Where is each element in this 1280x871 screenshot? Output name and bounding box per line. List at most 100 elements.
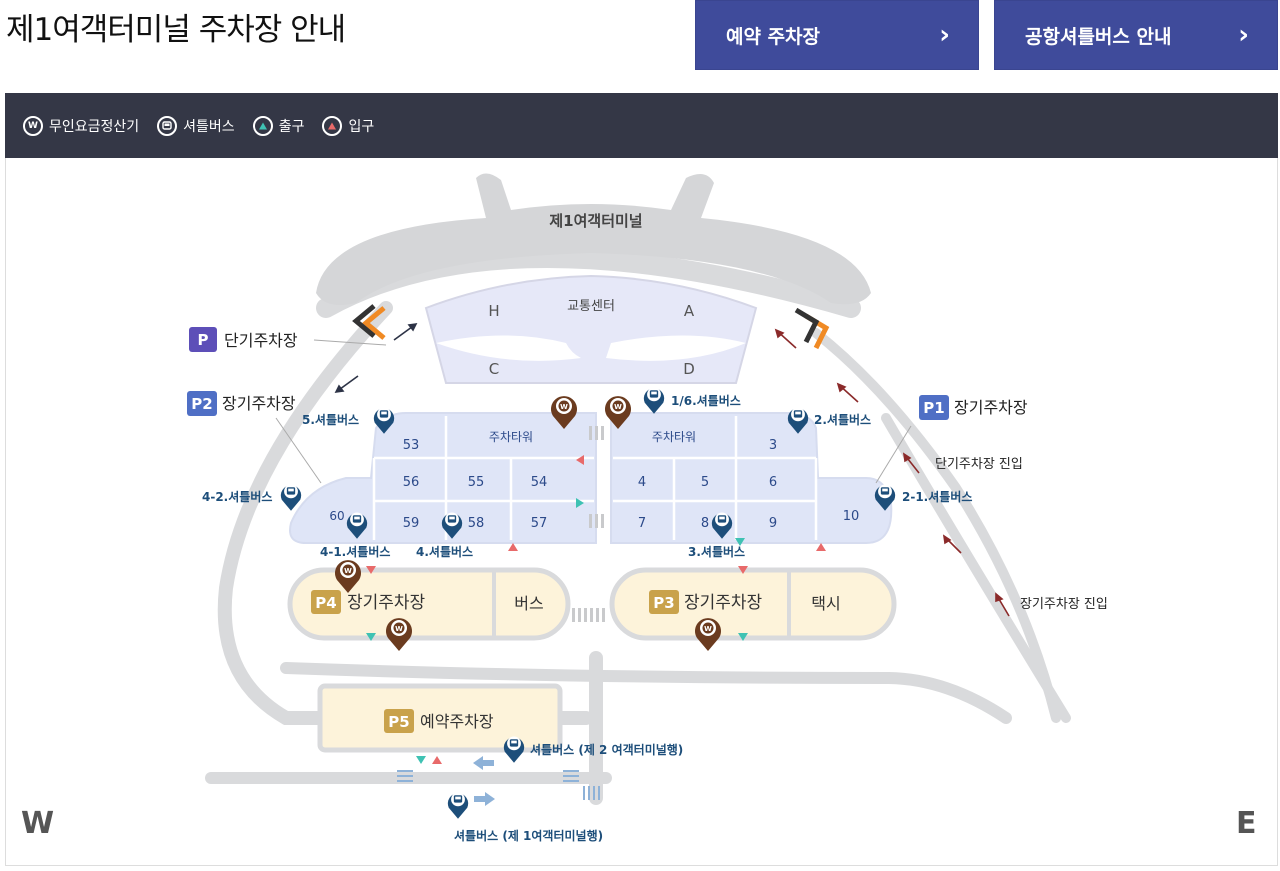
entry-triangle-icon (322, 115, 343, 136)
zone-58: 58 (468, 516, 485, 531)
legend-payment-label: 무인요금정산기 (49, 118, 140, 135)
compass-east: E (1236, 806, 1257, 841)
exit-triangle-icon (252, 115, 273, 136)
direction-arrows (334, 322, 418, 394)
p5-parking-lot: P5 예약주차장 (317, 683, 563, 753)
chevron-right-icon (794, 307, 830, 350)
terminal-label: 제1여객터미널 (549, 212, 642, 230)
shuttle-bus-info-button[interactable]: 공항셔틀버스 안내 › (994, 0, 1278, 70)
crosswalk-mid (572, 608, 605, 622)
transport-center-label: 교통센터 (567, 299, 615, 314)
zone-55: 55 (468, 475, 485, 490)
shuttle-label-2: 2.셔틀버스 (814, 412, 871, 427)
p1-label-group: P1 장기주차장 (875, 395, 1028, 484)
reservation-parking-label: 예약 주차장 (726, 25, 821, 48)
blue-arrow-right-icon (474, 792, 495, 806)
shuttle-label-3: 3.셔틀버스 (688, 544, 745, 559)
shuttle-stop-pin (643, 387, 665, 414)
gate-h: H (488, 302, 499, 320)
legend-shuttle: 셔틀버스 (157, 115, 235, 136)
payment-machine-icon (695, 618, 721, 651)
compass-west: W (21, 806, 55, 841)
gate-a: A (684, 302, 695, 320)
p2-label: 장기주차장 (222, 394, 296, 413)
zone-7: 7 (638, 516, 646, 531)
legend-shuttle-label: 셔틀버스 (183, 118, 235, 135)
shuttle-label-t2: 셔틀버스 (제 2 여객터미널행) (530, 742, 683, 757)
bus-icon (157, 115, 178, 136)
shuttle-label-41: 4-1.셔틀버스 (320, 544, 390, 559)
legend-payment: W 무인요금정산기 (23, 115, 140, 136)
chevron-right-icon: › (1238, 20, 1249, 50)
shuttle-label-16: 1/6.셔틀버스 (671, 393, 741, 408)
parking-map: W 제1여객터미널 (5, 158, 1278, 866)
short-term-badge: P (198, 331, 209, 349)
zone-4: 4 (638, 475, 646, 490)
p4-label: 장기주차장 (347, 593, 426, 613)
zone-59: 59 (403, 516, 420, 531)
zone-54: 54 (531, 475, 548, 490)
legend-entry: 입구 (322, 115, 375, 136)
zone-6: 6 (769, 475, 777, 490)
entry-markers (366, 455, 826, 764)
taxi-zone-label: 택시 (811, 594, 840, 613)
shuttle-label-5: 5.셔틀버스 (302, 412, 359, 427)
shuttle-bus-info-label: 공항셔틀버스 안내 (1025, 25, 1172, 48)
chevron-left-icon (352, 304, 386, 340)
reservation-parking-button[interactable]: 예약 주차장 › (695, 0, 979, 70)
p4-badge: P4 (315, 594, 336, 612)
zone-9: 9 (769, 516, 777, 531)
p1-badge: P1 (923, 399, 944, 417)
short-term-label: 단기주차장 (224, 331, 298, 350)
zone-8: 8 (701, 516, 709, 531)
p5-badge: P5 (388, 713, 409, 731)
long-term-entry-label: 장기주차장 진입 (1020, 597, 1108, 612)
short-term-parking-label: P 단기주차장 (189, 327, 387, 352)
blue-arrow-left-icon (473, 756, 494, 770)
shuttle-label-4: 4.셔틀버스 (416, 544, 473, 559)
road-network (205, 248, 1071, 805)
p3-badge: P3 (653, 594, 674, 612)
payment-machine-icon (386, 618, 412, 651)
p1-parking-lot: 주차타워 3 4 5 6 7 8 9 10 (610, 412, 893, 544)
shuttle-label-t1: 셔틀버스 (제 1여객터미널행) (454, 828, 603, 843)
p2-label-group: P2 장기주차장 (187, 391, 322, 484)
payment-machine-icon: W (23, 115, 43, 136)
zone-10: 10 (843, 509, 860, 524)
gate-c: C (489, 360, 499, 378)
zone-60: 60 (329, 509, 344, 523)
bus-zone-label: 버스 (514, 594, 543, 613)
shuttle-label-21: 2-1.셔틀버스 (902, 489, 972, 504)
entry-arrows (774, 328, 1010, 617)
zone-56: 56 (403, 475, 420, 490)
shuttle-label-42: 4-2.셔틀버스 (202, 489, 272, 504)
zone-3: 3 (769, 438, 777, 453)
p2-badge: P2 (191, 395, 212, 413)
zone-53: 53 (403, 438, 420, 453)
legend-exit-label: 출구 (278, 118, 305, 135)
legend-exit: 출구 (252, 115, 305, 136)
legend-bar: W 무인요금정산기 셔틀버스 출구 입구 (5, 93, 1278, 158)
shuttle-stop-pin (503, 736, 525, 763)
chevron-right-icon: › (939, 20, 950, 50)
exit-markers (366, 498, 748, 764)
transport-center: 교통센터 H A C D (424, 274, 758, 384)
crosswalk-bottom (397, 770, 600, 800)
p3-label: 장기주차장 (684, 593, 763, 613)
tower-left-label: 주차타워 (489, 430, 533, 444)
p1-label: 장기주차장 (954, 398, 1028, 417)
shuttle-stop-pin (447, 792, 469, 819)
gate-d: D (683, 360, 695, 378)
shuttle-stop-pin (280, 484, 302, 511)
short-term-entry-label: 단기주차장 진입 (935, 457, 1023, 472)
p2-parking-lot: 주차타워 53 56 55 54 60 59 58 57 (289, 412, 597, 544)
page-title: 제1여객터미널 주차장 안내 (6, 12, 346, 48)
tower-right-label: 주차타워 (652, 430, 696, 444)
terminal-building: 제1여객터미널 (316, 173, 871, 306)
zone-5: 5 (701, 475, 709, 490)
zone-57: 57 (531, 516, 548, 531)
legend-entry-label: 입구 (348, 118, 375, 135)
crosswalk (589, 426, 604, 528)
p4-parking-lot: P4 장기주차장 버스 (287, 567, 571, 641)
p3-parking-lot: P3 장기주차장 택시 (609, 567, 897, 641)
